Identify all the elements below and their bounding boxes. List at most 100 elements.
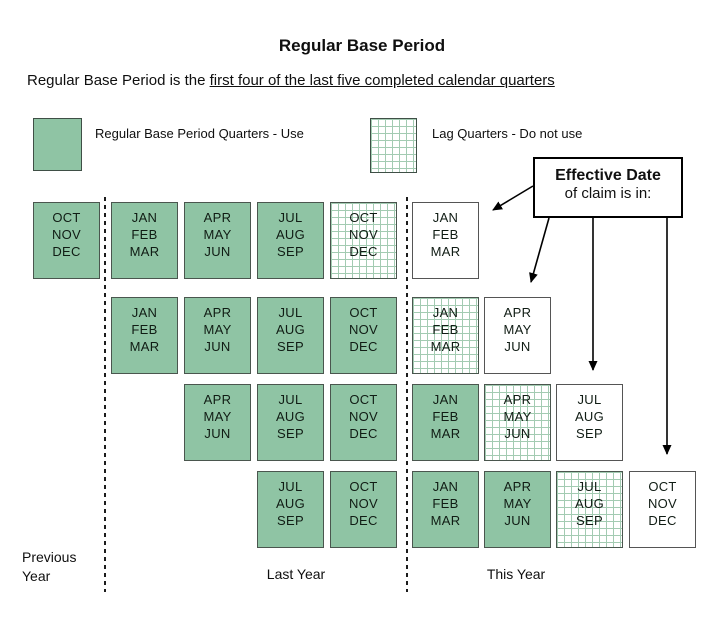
month-label: JUN xyxy=(504,339,531,354)
month-label: NOV xyxy=(348,496,379,511)
month-label: FEB xyxy=(131,322,158,337)
quarter-box-use: APR MAY JUN xyxy=(184,297,251,374)
month-label: AUG xyxy=(574,496,605,511)
month-label: SEP xyxy=(277,513,304,528)
month-label: JAN xyxy=(432,210,459,225)
quarter-box-use: OCT NOV DEC xyxy=(330,384,397,461)
previous-year-label: Previous Year xyxy=(22,548,76,586)
month-label: MAR xyxy=(129,244,160,259)
this-year-divider xyxy=(406,197,408,592)
month-label: JUN xyxy=(504,513,531,528)
quarter-box-use: JAN FEB MAR xyxy=(111,202,178,279)
month-label: FEB xyxy=(131,227,158,242)
month-label: OCT xyxy=(349,479,378,494)
month-label: MAR xyxy=(129,339,160,354)
month-label: FEB xyxy=(432,322,459,337)
month-label: OCT xyxy=(52,210,81,225)
month-label: DEC xyxy=(648,513,677,528)
quarter-box-lag: OCT NOV DEC xyxy=(330,202,397,279)
month-label: OCT xyxy=(349,305,378,320)
month-label: FEB xyxy=(432,409,459,424)
month-label: DEC xyxy=(349,513,378,528)
arrow-to-q1-icon xyxy=(492,185,534,211)
month-label: APR xyxy=(503,479,532,494)
page-subtitle: Regular Base Period is the first four of… xyxy=(27,72,555,89)
month-label: FEB xyxy=(432,227,459,242)
quarter-box-use: JUL AUG SEP xyxy=(257,384,324,461)
month-label: JUL xyxy=(278,210,303,225)
month-label: APR xyxy=(203,305,232,320)
month-label: APR xyxy=(203,210,232,225)
month-label: JUL xyxy=(577,392,602,407)
month-label: JAN xyxy=(432,305,459,320)
quarter-box-effective: JUL AUG SEP xyxy=(556,384,623,461)
month-label: NOV xyxy=(348,227,379,242)
month-label: MAY xyxy=(503,409,532,424)
arrow-to-q2-icon xyxy=(529,217,550,283)
previous-year-line1: Previous xyxy=(22,549,77,565)
month-label: APR xyxy=(203,392,232,407)
callout-line1: Effective Date xyxy=(555,167,661,184)
month-label: AUG xyxy=(275,496,306,511)
effective-date-callout: Effective Date of claim is in: xyxy=(533,157,683,218)
page-title: Regular Base Period xyxy=(278,36,446,55)
month-label: OCT xyxy=(349,392,378,407)
month-label: JUN xyxy=(204,339,231,354)
month-label: MAR xyxy=(430,513,461,528)
month-label: DEC xyxy=(349,426,378,441)
month-label: JUL xyxy=(278,479,303,494)
month-label: MAY xyxy=(203,409,232,424)
month-label: APR xyxy=(503,392,532,407)
month-label: JUN xyxy=(204,244,231,259)
quarter-box-effective: OCT NOV DEC xyxy=(629,471,696,548)
quarter-box-use: OCT NOV DEC xyxy=(330,471,397,548)
subtitle-underlined: first four of the last five completed ca… xyxy=(209,72,555,89)
legend-use-swatch xyxy=(33,118,82,171)
previous-year-divider xyxy=(104,197,106,592)
month-label: MAY xyxy=(203,322,232,337)
month-label: JAN xyxy=(432,392,459,407)
month-label: JUL xyxy=(278,392,303,407)
quarter-box-use: APR MAY JUN xyxy=(484,471,551,548)
month-label: MAY xyxy=(503,322,532,337)
month-label: FEB xyxy=(432,496,459,511)
month-label: DEC xyxy=(349,339,378,354)
legend-lag-label: Lag Quarters - Do not use xyxy=(432,126,583,141)
month-label: DEC xyxy=(349,244,378,259)
month-label: OCT xyxy=(648,479,677,494)
month-label: NOV xyxy=(348,322,379,337)
legend-use-label: Regular Base Period Quarters - Use xyxy=(95,126,304,141)
month-label: OCT xyxy=(349,210,378,225)
month-label: AUG xyxy=(574,409,605,424)
quarter-box-lag: APR MAY JUN xyxy=(484,384,551,461)
month-label: MAY xyxy=(503,496,532,511)
month-label: SEP xyxy=(277,244,304,259)
month-label: NOV xyxy=(647,496,678,511)
month-label: JAN xyxy=(432,479,459,494)
month-label: JUN xyxy=(504,426,531,441)
month-label: SEP xyxy=(277,339,304,354)
month-label: SEP xyxy=(576,426,603,441)
month-label: AUG xyxy=(275,409,306,424)
month-label: NOV xyxy=(348,409,379,424)
month-label: NOV xyxy=(51,227,82,242)
quarter-box-use: JUL AUG SEP xyxy=(257,471,324,548)
subtitle-prefix: Regular Base Period is the xyxy=(27,72,210,89)
quarter-box-use: OCT NOV DEC xyxy=(330,297,397,374)
month-label: SEP xyxy=(277,426,304,441)
month-label: JUL xyxy=(278,305,303,320)
month-label: JUN xyxy=(204,426,231,441)
previous-year-line2: Year xyxy=(22,568,51,584)
quarter-box-use: JAN FEB MAR xyxy=(412,471,479,548)
month-label: JAN xyxy=(131,210,158,225)
month-label: AUG xyxy=(275,227,306,242)
